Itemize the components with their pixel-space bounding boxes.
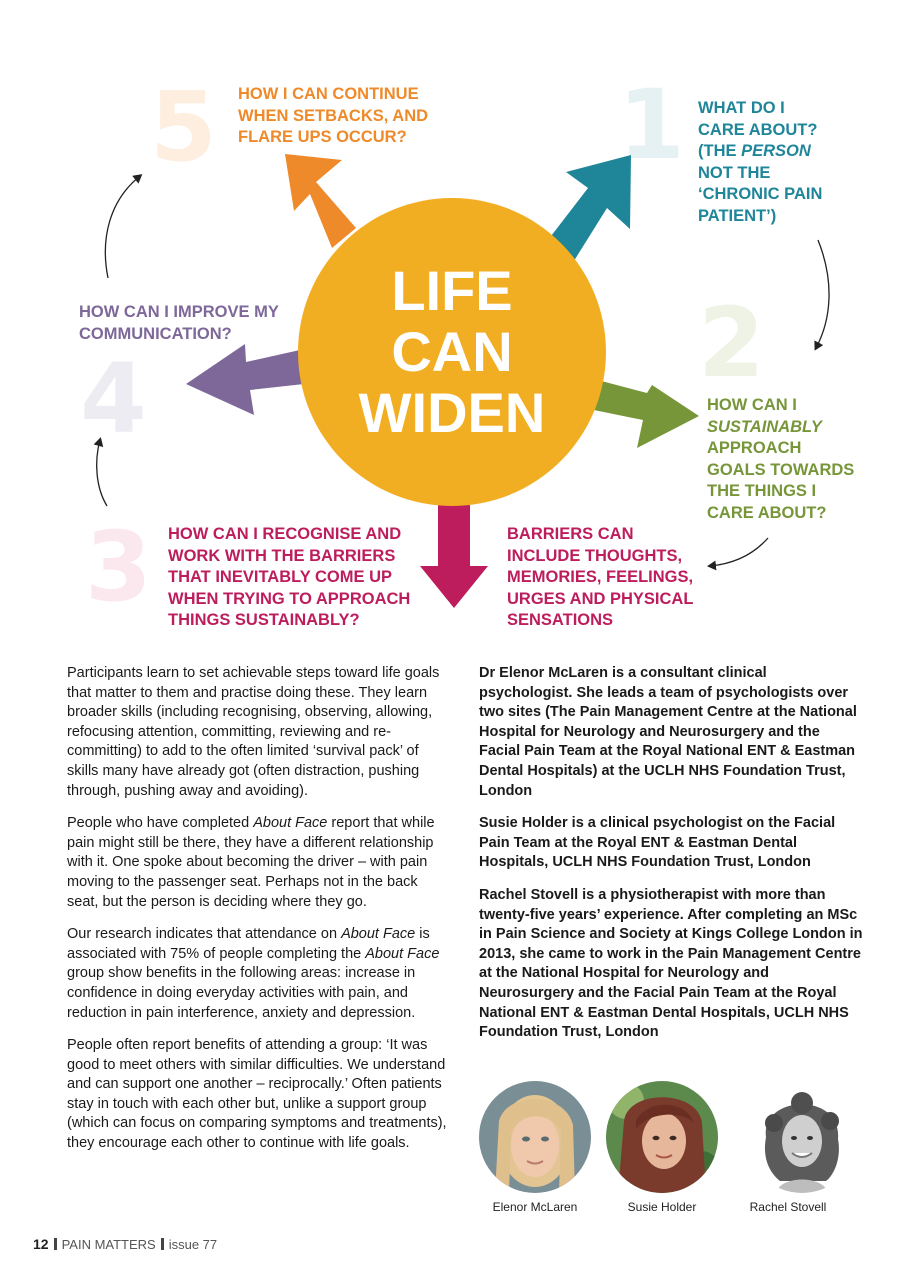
bio-rachel-stovell: Rachel Stovell is a physiotherapist with…	[479, 886, 863, 1041]
center-line-1: LIFE	[391, 259, 513, 322]
center-text: LIFE CAN WIDEN	[322, 260, 582, 443]
step-4-label: HOW CAN I IMPROVE MY COMMUNICATION?	[79, 303, 279, 343]
photo-rachel-stovell	[746, 1081, 858, 1193]
center-line-3: WIDEN	[358, 381, 546, 444]
arrow-step-2	[584, 378, 699, 448]
caption-susie-holder: Susie Holder	[627, 1200, 697, 1214]
page-footer: 12 PAIN MATTERS issue 77	[33, 1236, 217, 1252]
arrow-step-5	[285, 154, 356, 248]
bio-elenor-mclaren: Dr Elenor McLaren is a consultant clinic…	[479, 665, 857, 799]
center-circle	[298, 198, 606, 506]
curve-arrow-3-to-4	[93, 437, 108, 507]
body-paragraph-1: Participants learn to set achievable ste…	[67, 665, 440, 799]
step-number-3: 3	[85, 511, 152, 623]
arrow-step-1	[548, 155, 631, 264]
step-2-label: HOW CAN I SUSTAINABLY APPROACH GOALS TOW…	[707, 396, 855, 522]
step-number-2: 2	[698, 287, 765, 399]
life-can-widen-diagram: 5 1 2 4 3	[80, 69, 830, 623]
curve-arrow-2-to-barriers	[707, 537, 769, 571]
curve-arrow-1-to-2	[814, 239, 830, 351]
body-paragraph-2: People who have completed About Face rep…	[67, 815, 435, 910]
body-paragraph-4: People often report benefits of attendin…	[67, 1037, 447, 1152]
step-5-label: HOW I CAN CONTINUE WHEN SETBACKS, AND FL…	[238, 85, 429, 146]
caption-elenor-mclaren: Elenor McLaren	[492, 1200, 578, 1214]
step-1-label: WHAT DO I CARE ABOUT? (THE PERSON NOT TH…	[698, 99, 823, 225]
step-number-4: 4	[80, 343, 147, 455]
curve-arrow-4-to-5	[104, 174, 143, 279]
step-3-label: HOW CAN I RECOGNISE AND WORK WITH THE BA…	[168, 525, 411, 629]
barriers-label: BARRIERS CAN INCLUDE THOUGHTS, MEMORIES,…	[507, 525, 694, 629]
arrow-step-3	[420, 500, 488, 608]
photo-elenor-mclaren	[479, 1081, 591, 1193]
magazine-name: PAIN MATTERS	[61, 1236, 156, 1252]
footer-divider	[53, 1238, 57, 1250]
step-number-5: 5	[150, 71, 217, 183]
author-bios-column: Dr Elenor McLaren is a consultant clinic…	[479, 664, 864, 1056]
issue-label: issue 77	[168, 1236, 218, 1252]
arrow-step-4	[186, 344, 304, 415]
page-number: 12	[33, 1236, 49, 1252]
center-line-2: CAN	[391, 320, 513, 383]
photo-susie-holder	[606, 1081, 718, 1193]
bio-susie-holder: Susie Holder is a clinical psychologist …	[479, 815, 836, 871]
footer-divider	[160, 1238, 164, 1250]
caption-rachel-stovell: Rachel Stovell	[749, 1200, 827, 1214]
article-body-column: Participants learn to set achievable ste…	[67, 664, 452, 1167]
body-paragraph-3: Our research indicates that attendance o…	[67, 926, 440, 1021]
